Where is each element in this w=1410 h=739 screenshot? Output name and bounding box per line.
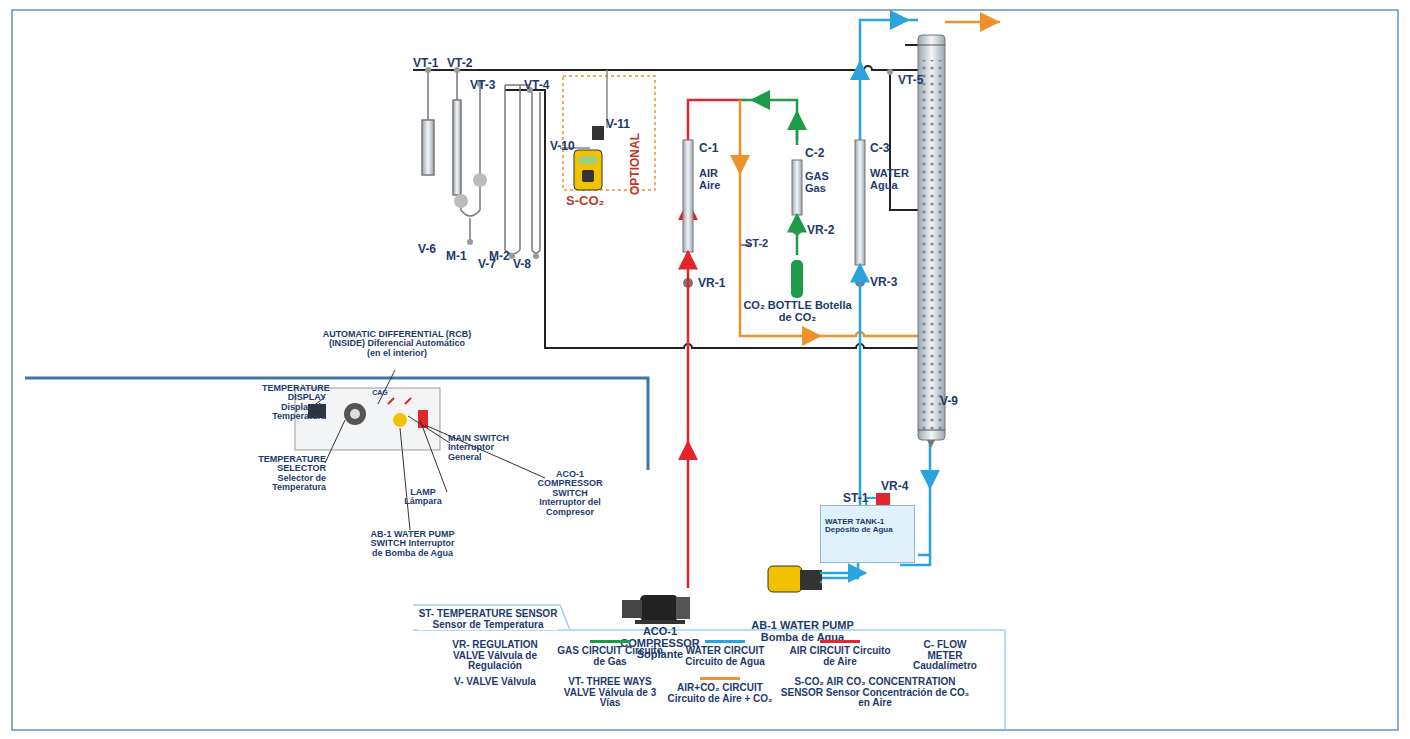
part-tag: M-2 [489,250,510,263]
water-pump: AB-1 WATER PUMP Bomba de Agua [740,558,865,658]
part-tag: VR-4 [881,480,908,493]
component-label: S-CO₂ [566,194,616,208]
part-tag: VT-5 [898,74,923,87]
legend-text: AIR CIRCUIT Circuito de Aire [785,646,895,667]
component-label: CO₂ BOTTLE Botella de CO₂ [740,300,855,323]
flow-meter: C-3WATER Agua [855,140,910,265]
water-tank: WATER TANK-1 Depósito de Agua [820,505,915,563]
part-tag: VT-4 [524,79,549,92]
legend-swatch [590,640,630,643]
component-label: AIR Aire [699,168,735,191]
pipe-connector [687,252,690,588]
callout-label: AUTOMATIC DIFFERENTIAL (RCB) (INSIDE) Di… [322,330,472,358]
component-label: WATER Agua [870,168,912,191]
flow-meter: C-2GAS Gas [792,145,837,215]
callout-label: VT- THREE WAYS VALVE Válvula de 3 Vías [555,677,665,709]
legend-swatch [700,677,740,680]
part-tag: V-8 [513,258,531,271]
component-label: C-3 [870,142,889,155]
callout-label: VR- REGULATION VALVE Válvula de Regulaci… [440,640,550,672]
legend-swatch [820,640,860,643]
co2-sensor: S-CO₂ [568,148,608,190]
control-panel: CAG [360,389,400,403]
flow-meter: C-1AIR Aire [683,140,735,252]
component-label: OPTIONAL [629,133,642,195]
callout-label: ST- TEMPERATURE SENSOR Sensor de Tempera… [418,609,558,630]
callout-label: V- VALVE Válvula [440,677,550,688]
component-label: C-2 [805,147,824,160]
pipe-connector [796,215,799,255]
part-tag: V-6 [418,243,436,256]
part-tag: VR-3 [870,276,897,289]
part-tag: VR-1 [698,277,725,290]
callout-label: TEMPERATURE DISPLAY Display de Temperatu… [262,384,326,422]
part-tag: M-1 [446,250,467,263]
callout-label: LAMP Lámpara [398,488,448,507]
callout-label: AB-1 WATER PUMP SWITCH Interruptor de Bo… [370,530,455,558]
component-label: C-1 [699,142,718,155]
optional-box: OPTIONALS-CO₂ [563,76,655,190]
legend-text: WATER CIRCUIT Circuito de Agua [670,646,780,667]
part-tag: ST-2 [745,238,768,250]
legend-text: GAS CIRCUIT Circuito de Gas [555,646,665,667]
component-label: GAS Gas [805,171,837,194]
part-tag: VT-1 [413,57,438,70]
part-tag: VT-2 [447,57,472,70]
legend-text: AIR+CO₂ CIRCUIT Circuito de Aire + CO₂ [665,683,775,704]
part-tag: VR-2 [807,224,834,237]
callout-label: MAIN SWITCH Interruptor General [448,434,518,462]
part-tag: V-10 [550,140,575,153]
part-tag: ST-1 [843,492,868,505]
part-tag: V-11 [606,118,630,131]
legend-swatch [705,640,745,643]
component-label: CAG [360,389,400,396]
part-tag: V-9 [940,395,958,408]
component-label: WATER TANK-1 Depósito de Agua [825,518,912,535]
part-tag: VT-3 [470,79,495,92]
pipe-connector [820,572,865,575]
callout-label: C- FLOW METER Caudalímetro [905,640,985,672]
callout-label: TEMPERATURE SELECTOR Selector de Tempera… [254,455,326,493]
gas-bottle: CO₂ BOTTLE Botella de CO₂ [740,255,855,335]
callout-label: S-CO₂ AIR CO₂ CONCENTRATION SENSOR Senso… [780,677,970,709]
callout-label: ACO-1 COMPRESSOR SWITCH Interruptor del … [530,470,610,517]
